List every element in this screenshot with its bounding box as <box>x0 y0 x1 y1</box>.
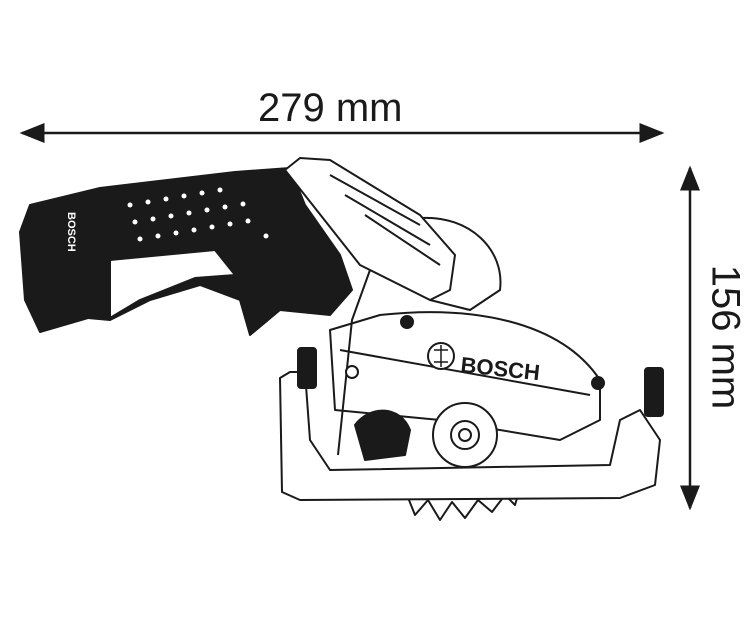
width-dimension-label: 279 mm <box>258 86 403 130</box>
depth-knob <box>297 347 317 389</box>
bevel-knob <box>644 367 664 417</box>
blade-housing <box>329 311 601 441</box>
grip-texture <box>127 187 269 242</box>
battery-brand-label: BOSCH <box>65 212 77 252</box>
lower-guard <box>354 409 411 461</box>
top-handle <box>284 157 456 301</box>
